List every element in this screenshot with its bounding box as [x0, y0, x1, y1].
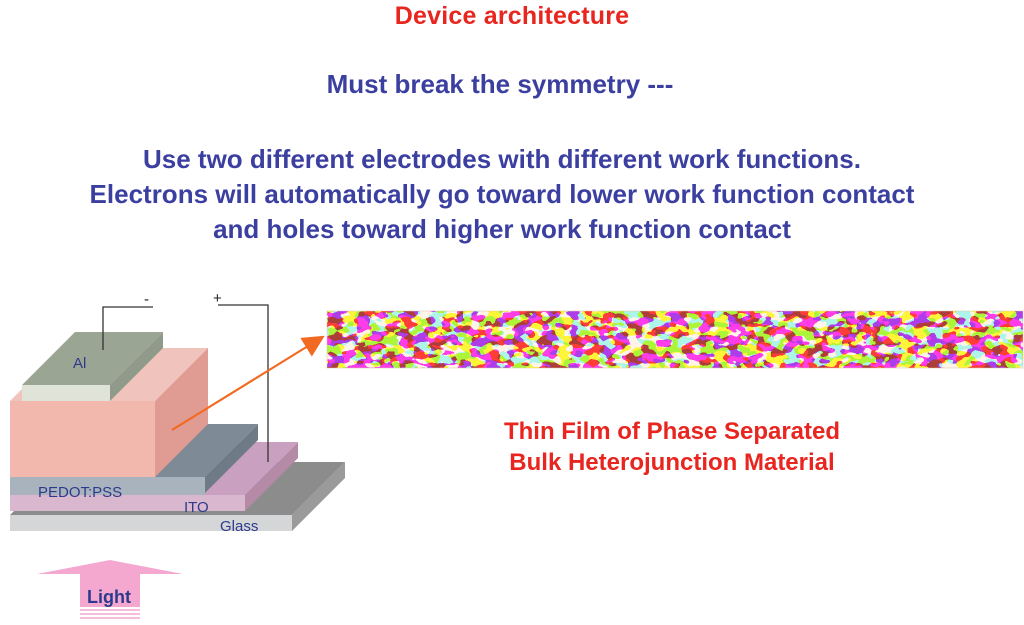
pointer-arrow: [171, 335, 325, 431]
body-line-3: and holes toward higher work function co…: [213, 214, 791, 244]
positive-wire: [218, 304, 269, 462]
caption-line-1: Thin Film of Phase Separated: [503, 418, 841, 445]
ito-label: ITO: [184, 499, 209, 516]
al-electrode: [22, 332, 163, 401]
al-label: Al: [73, 355, 86, 372]
light-arrow: [37, 560, 183, 619]
glass-label: Glass: [220, 518, 258, 535]
light-label: Light: [87, 587, 131, 607]
negative-terminal: -: [144, 291, 149, 308]
body-line-1: Use two different electrodes with differ…: [143, 144, 861, 174]
body-text: Use two different electrodes with differ…: [0, 142, 1004, 247]
caption-line-2: Bulk Heterojunction Material: [509, 449, 835, 476]
positive-terminal: +: [213, 290, 222, 307]
negative-wire: [102, 306, 153, 350]
pedot-pss-label: PEDOT:PSS: [38, 484, 122, 501]
film-caption: Thin Film of Phase Separated Bulk Hetero…: [452, 416, 892, 478]
slide-title: Device architecture: [394, 2, 630, 30]
slide-subtitle: Must break the symmetry ---: [326, 69, 674, 99]
film-morphology-image: [327, 311, 1023, 368]
body-line-2: Electrons will automatically go toward l…: [89, 179, 915, 209]
